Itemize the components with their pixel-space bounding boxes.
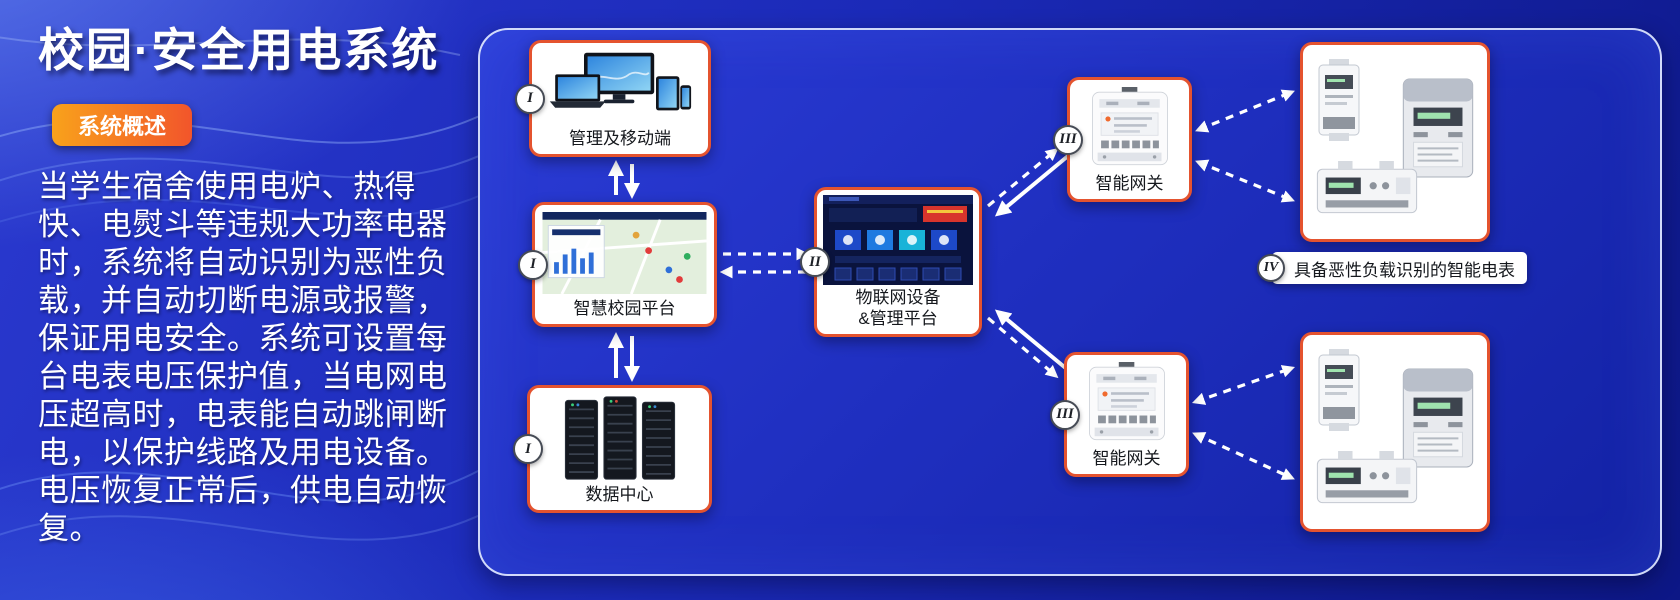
smart-meter-illustration (1318, 349, 1360, 431)
arrow-gateway-top-meters-2 (1195, 159, 1295, 203)
badge-campus-platform: I (518, 249, 548, 280)
smart-meter-illustration (1316, 451, 1418, 504)
node-meters-top (1300, 42, 1490, 242)
arrow-gateway-bottom-meters-2 (1192, 432, 1295, 480)
smart-meters-caption-label: 具备恶性负载识别的智能电表 (1294, 260, 1515, 280)
iot-platform-illustration (822, 195, 974, 285)
node-gateway-bottom: III (1050, 352, 1189, 477)
smart-meter-illustration (1316, 161, 1418, 214)
page-title: 校园·安全用电系统 (38, 24, 440, 76)
description-text: 当学生宿舍使用电炉、热得快、电熨斗等违规大功率电器时，系统将自动识别为恶性负载，… (38, 169, 448, 546)
badge-gateway-bottom: III (1050, 399, 1080, 430)
badge-management: I (515, 83, 545, 114)
section-badge: 系统概述 (52, 104, 193, 146)
arrow-gateway-bottom-to-iot (994, 309, 1070, 372)
diagram-panel: I 管理及移动端 (478, 28, 1662, 576)
node-iot-platform: II (800, 187, 982, 337)
dashboard-illustration (540, 210, 709, 296)
devices-illustration (537, 48, 703, 126)
node-campus-platform-label: 智慧校园平台 (573, 299, 676, 318)
badge-gateway-top: III (1053, 124, 1083, 155)
node-iot-platform-label-line2: &管理平台 (858, 309, 938, 328)
arrow-gateway-top-to-iot (994, 154, 1070, 217)
smart-meters-caption: IV 具备恶性负载识别的智能电表 (1257, 252, 1527, 284)
node-iot-platform-label: 物联网设备 &管理平台 (856, 285, 941, 332)
node-campus-platform: I (518, 202, 717, 327)
badge-data-center: I (513, 434, 543, 464)
node-meters-bottom (1300, 332, 1490, 532)
arrow-iot-to-gateway-bottom (986, 316, 1059, 379)
server-rack-illustration (535, 393, 704, 482)
node-management: I 管理及移动端 (515, 40, 711, 157)
arrow-gateway-bottom-meters-1 (1191, 365, 1296, 405)
smart-meter-illustration (1402, 78, 1474, 178)
node-gateway-bottom-label: 智能网关 (1092, 449, 1161, 468)
node-gateway-top-label: 智能网关 (1095, 174, 1164, 193)
node-gateway-top: III (1053, 77, 1192, 202)
arrow-gateway-top-meters-1 (1195, 89, 1295, 133)
smart-meter-illustration (1402, 368, 1474, 468)
smart-meter-illustration (1318, 59, 1360, 141)
intro-column: 校园·安全用电系统 系统概述 当学生宿舍使用电炉、热得快、电熨斗等违规大功率电器… (38, 14, 472, 548)
node-data-center-label: 数据中心 (585, 485, 654, 504)
node-iot-platform-label-line1: 物联网设备 (855, 288, 941, 307)
gateway-device-illustration (1072, 360, 1181, 446)
badge-iot-platform: II (800, 247, 830, 277)
arrow-iot-to-gateway-top (986, 147, 1059, 208)
gateway-device-illustration (1075, 85, 1184, 171)
node-data-center: I 数据中心 (513, 385, 712, 513)
badge-smart-meters: IV (1257, 254, 1285, 282)
node-management-label: 管理及移动端 (569, 129, 671, 148)
